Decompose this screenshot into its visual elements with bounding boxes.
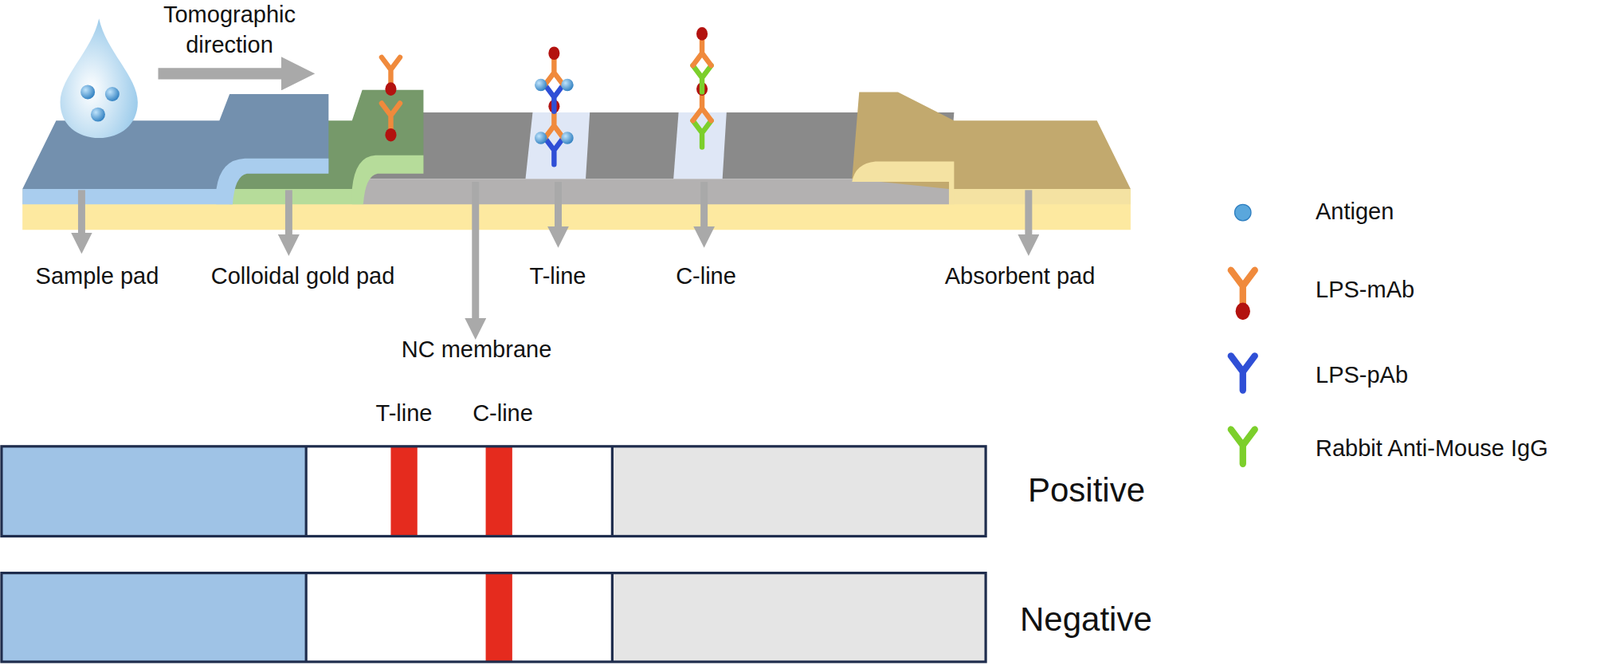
antigen [534,131,547,144]
antigen [560,78,573,91]
part-label: Sample pad [35,261,160,292]
absorbent-pad-side [949,188,1131,204]
sample-pad-side [215,158,329,205]
antibody [693,27,712,66]
antibody [545,84,564,111]
flow-direction-label: Tomographic direction [149,0,310,60]
antibody [545,137,564,165]
result-label: Positive [1027,468,1146,513]
legend-text: LPS-mAb [1315,275,1415,304]
t-line-band [525,112,591,179]
gold-pad-side [352,155,424,204]
antibody [545,46,564,85]
line-label: C-line [472,398,534,429]
legend-text: Antigen [1315,197,1394,226]
direction-arrow [285,189,293,245]
direction-arrow [700,181,708,237]
nc-membrane-side [362,178,950,204]
result-strip [1,446,986,537]
c-line-band [673,112,727,179]
sample-drop [60,18,138,138]
sample-pad-side [22,188,233,204]
legend-text: Rabbit Anti-Mouse IgG [1315,434,1549,463]
result-strip [1,572,986,662]
direction-arrow [1024,189,1032,245]
gold-pad-side [229,188,362,204]
antibody [693,120,712,147]
part-label: NC membrane [401,334,553,365]
antigen [80,84,95,99]
direction-arrow [78,189,86,244]
antigen [105,86,120,102]
direction-arrow [554,181,562,237]
legend-swatch [1235,203,1251,220]
antibody [1231,355,1255,390]
antigen [534,78,547,91]
antibody [693,65,712,92]
absorbent-pad-side [851,160,954,204]
antibody [381,57,400,96]
direction-arrow [471,181,479,329]
part-label: Absorbent pad [945,261,1096,292]
antibody [1231,270,1255,320]
antibody [1231,429,1255,464]
legend-text: LPS-pAb [1315,360,1408,389]
antigen [560,131,573,144]
part-label: C-line [675,261,737,292]
part-label: Colloidal gold pad [211,261,396,292]
part-label: T-line [529,261,587,292]
antibody [381,103,400,142]
antigen [90,107,106,122]
line-label: T-line [376,398,433,429]
result-label: Negative [1019,597,1153,642]
direction-arrow [157,67,298,79]
